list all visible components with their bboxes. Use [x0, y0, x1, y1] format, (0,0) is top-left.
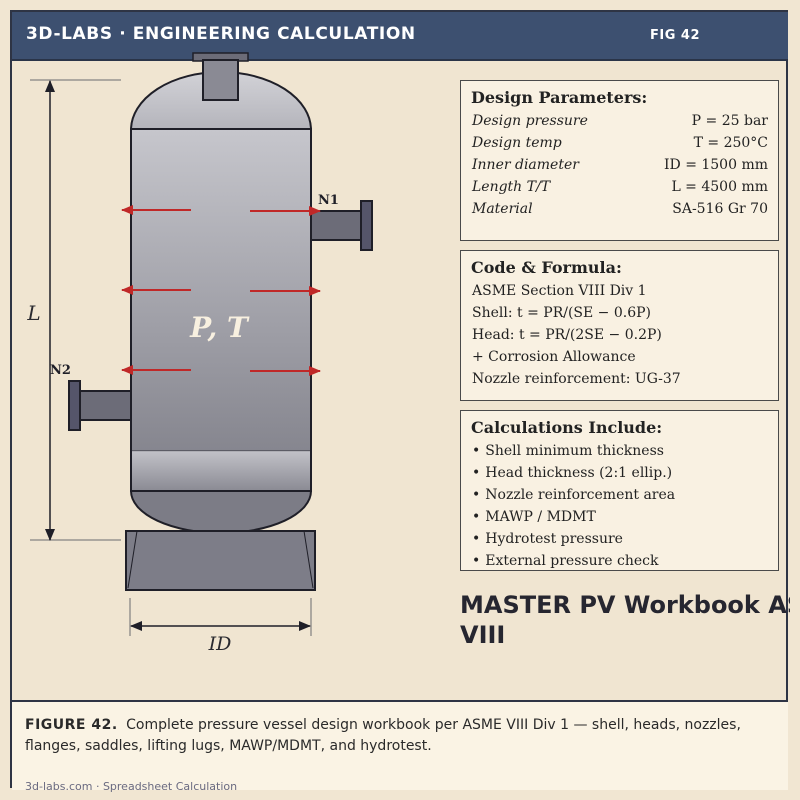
bullet-icon: •: [472, 465, 481, 481]
design-parameters-title: Design Parameters:: [471, 88, 648, 107]
param-label: Inner diameter: [472, 157, 579, 173]
param-row: Design pressure P = 25 bar: [471, 110, 768, 132]
param-label: Length T/T: [472, 179, 551, 195]
param-label: Material: [472, 201, 533, 217]
param-value: T = 250°C: [693, 135, 768, 151]
code-formula-title: Code & Formula:: [471, 258, 622, 277]
caption-area: FIGURE 42. Complete pressure vessel desi…: [12, 700, 788, 793]
bullet-icon: •: [472, 509, 481, 525]
param-value: L = 4500 mm: [671, 179, 768, 195]
design-parameters-panel: Design Parameters: Design pressure P = 2…: [460, 80, 779, 241]
diameter-label: ID: [208, 633, 232, 655]
calculation-item: •Nozzle reinforcement area: [471, 484, 768, 506]
param-value: P = 25 bar: [691, 113, 768, 129]
nozzle-n1: [310, 210, 363, 241]
workbook-title: MASTER PV Workbook ASME VIII: [460, 590, 790, 650]
param-label: Design pressure: [472, 113, 588, 129]
calculation-item: •Shell minimum thickness: [471, 440, 768, 462]
formula-line: Head: t = PR/(2SE − 0.2P): [472, 327, 662, 343]
nozzle-n2-label: N2: [50, 363, 71, 378]
footer-credit: 3d-labs.com · Spreadsheet Calculation: [25, 780, 238, 793]
bullet-icon: •: [472, 487, 481, 503]
calculation-item: •External pressure check: [471, 550, 768, 570]
calculation-item: •Hydrotest pressure: [471, 528, 768, 550]
calculation-item-text: MAWP / MDMT: [485, 509, 596, 525]
calculation-item-text: Shell minimum thickness: [485, 443, 664, 459]
calculations-title: Calculations Include:: [471, 418, 663, 437]
param-row: Length T/T L = 4500 mm: [471, 176, 768, 198]
skirt-support: [125, 530, 316, 591]
workbook-title-line2: VIII: [460, 621, 506, 649]
length-label: L: [26, 301, 40, 325]
figure-tag: FIG 42: [650, 28, 701, 43]
pressure-arrows: [121, 205, 321, 376]
bullet-icon: •: [472, 443, 481, 459]
formula-line: ASME Section VIII Div 1: [472, 283, 647, 299]
nozzle-n1-label: N1: [318, 193, 339, 208]
vessel-pressure-temp-label: P, T: [189, 311, 250, 344]
calculation-item-text: Nozzle reinforcement area: [485, 487, 676, 503]
caption-figure-label: FIGURE 42.: [25, 717, 118, 733]
param-value: ID = 1500 mm: [663, 157, 768, 173]
calculation-item-text: Head thickness (2:1 ellip.): [485, 465, 673, 481]
calculation-item-text: External pressure check: [485, 553, 659, 569]
calculation-item-text: Hydrotest pressure: [485, 531, 623, 547]
skirt-edge-right: [303, 530, 314, 589]
caption-text: Complete pressure vessel design workbook…: [25, 717, 741, 754]
code-formula-panel: Code & Formula: ASME Section VIII Div 1 …: [460, 250, 779, 401]
calculation-item: •Head thickness (2:1 ellip.): [471, 462, 768, 484]
formula-line: Nozzle reinforcement: UG-37: [472, 371, 681, 387]
header-bar: 3D-LABS · ENGINEERING CALCULATION FIG 42: [12, 12, 788, 61]
top-nozzle-neck: [202, 59, 239, 101]
calculation-item: •MAWP / MDMT: [471, 506, 768, 528]
brand-title: 3D-LABS · ENGINEERING CALCULATION: [26, 24, 416, 44]
pressure-vessel-diagram: N1 N2 P, T L ID: [24, 52, 373, 655]
nozzle-n2: [79, 390, 132, 421]
param-value: SA-516 Gr 70: [672, 201, 768, 217]
nozzle-n1-flange: [360, 200, 373, 251]
param-row: Design temp T = 250°C: [471, 132, 768, 154]
skirt-edge-left: [127, 530, 138, 589]
bottom-head: [129, 490, 313, 534]
calculations-panel: Calculations Include: •Shell minimum thi…: [460, 410, 779, 571]
param-row: Material SA-516 Gr 70: [471, 198, 768, 220]
param-label: Design temp: [472, 135, 562, 151]
length-label-gap: [24, 298, 46, 328]
param-row: Inner diameter ID = 1500 mm: [471, 154, 768, 176]
bullet-icon: •: [472, 553, 481, 569]
figure-caption: FIGURE 42. Complete pressure vessel desi…: [25, 715, 770, 757]
liquid-layer: [132, 451, 310, 491]
nozzle-n2-flange: [68, 380, 81, 431]
formula-line: Shell: t = PR/(SE − 0.6P): [472, 305, 651, 321]
bullet-icon: •: [472, 531, 481, 547]
workbook-title-line1: MASTER PV Workbook ASME: [460, 591, 790, 619]
formula-line: + Corrosion Allowance: [472, 349, 636, 365]
